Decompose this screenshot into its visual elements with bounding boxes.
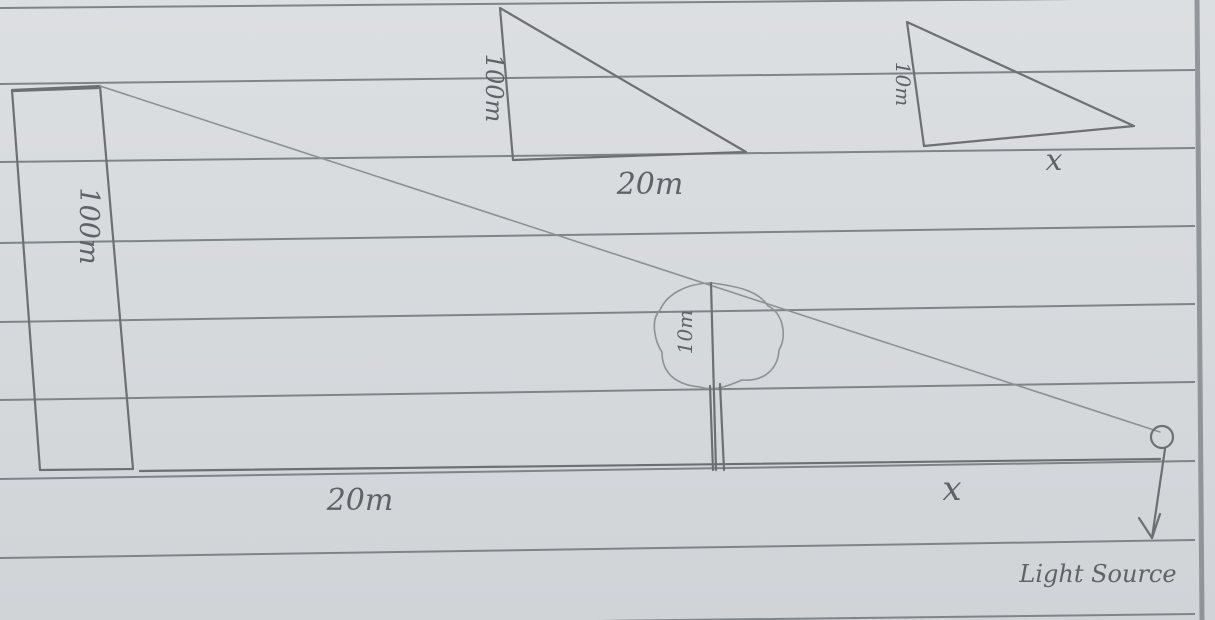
tree (653, 281, 784, 472)
building (10, 84, 135, 472)
large-triangle-height-label: 100m (480, 54, 508, 123)
small-triangle (905, 20, 1136, 148)
light-source (1137, 424, 1175, 540)
light-ray (99, 85, 1161, 433)
building-to-tree-distance-label: 20m (326, 483, 394, 518)
light-source-label: Light Source (1018, 560, 1176, 588)
ground-line (138, 457, 1162, 473)
tree-to-light-distance-label: x (942, 469, 961, 509)
light-source-arrow (1150, 447, 1167, 540)
light-source-circle (1149, 424, 1175, 450)
small-triangle-height-label: 10m (891, 62, 915, 106)
tree-crown (653, 282, 784, 390)
tree-height-label: 10m (673, 310, 697, 354)
large-triangle-base-label: 20m (616, 167, 684, 202)
large-triangle (498, 6, 748, 162)
small-triangle-base-label: x (1046, 143, 1063, 178)
building-height-label: 100m (73, 187, 104, 264)
